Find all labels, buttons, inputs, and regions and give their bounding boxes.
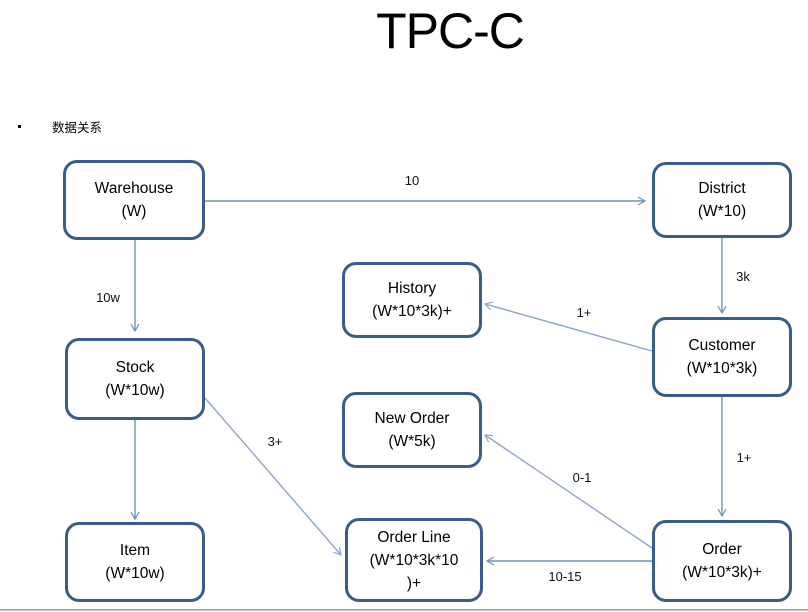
node-line: (W*10*3k*10	[369, 551, 459, 569]
node-district: District (W*10)	[652, 162, 792, 238]
node-line: Item	[119, 542, 151, 559]
edge-label-order-new-order: 0-1	[573, 470, 592, 485]
node-line: Order	[702, 541, 742, 558]
edge-label-customer-history: 1+	[577, 305, 592, 320]
node-order-line: Order Line (W*10*3k*10 )+	[345, 518, 483, 602]
node-line: (W*5k)	[388, 433, 436, 450]
node-line: District	[698, 180, 746, 197]
node-order: Order (W*10*3k)+	[652, 520, 792, 602]
node-new-order: New Order (W*5k)	[342, 392, 482, 468]
node-line: (W*10w)	[105, 565, 165, 582]
node-stock: Stock (W*10w)	[65, 338, 205, 420]
node-customer: Customer (W*10*3k)	[652, 317, 792, 397]
node-warehouse: Warehouse (W)	[63, 160, 205, 240]
node-line: )+	[406, 574, 422, 592]
node-line: History	[387, 280, 437, 297]
diagram-title: TPC-C	[376, 3, 525, 59]
bullet-row: 数据关系	[18, 117, 102, 136]
node-line: Warehouse	[94, 180, 174, 197]
edge-customer-history	[485, 304, 653, 352]
edge-label-order-order-line: 10-15	[548, 569, 581, 584]
edge-label-warehouse-district: 10	[405, 173, 419, 188]
node-history: History (W*10*3k)+	[342, 262, 482, 338]
node-line: Customer	[688, 337, 756, 354]
bullet-text: 数据关系	[52, 121, 103, 135]
node-line: Stock	[115, 359, 155, 376]
edge-label-stock-order-line: 3+	[268, 434, 283, 449]
node-line: (W*10*3k)	[686, 360, 758, 377]
node-line: (W*10*3k)+	[372, 303, 452, 320]
node-line: (W)	[121, 203, 147, 220]
edge-label-warehouse-stock: 10w	[96, 290, 120, 305]
edge-label-district-customer: 3k	[736, 269, 750, 284]
edge-label-customer-order: 1+	[737, 450, 752, 465]
node-line: (W*10*3k)+	[682, 564, 762, 581]
node-line: Order Line	[377, 528, 451, 546]
bullet-marker	[18, 125, 21, 128]
node-item: Item (W*10w)	[65, 522, 205, 602]
bottom-divider	[0, 609, 808, 611]
edge-order-new-order	[485, 435, 653, 549]
edge-stock-order-line	[204, 397, 341, 555]
node-line: (W*10)	[697, 203, 747, 220]
node-line: New Order	[374, 410, 450, 427]
node-line: (W*10w)	[105, 382, 165, 399]
